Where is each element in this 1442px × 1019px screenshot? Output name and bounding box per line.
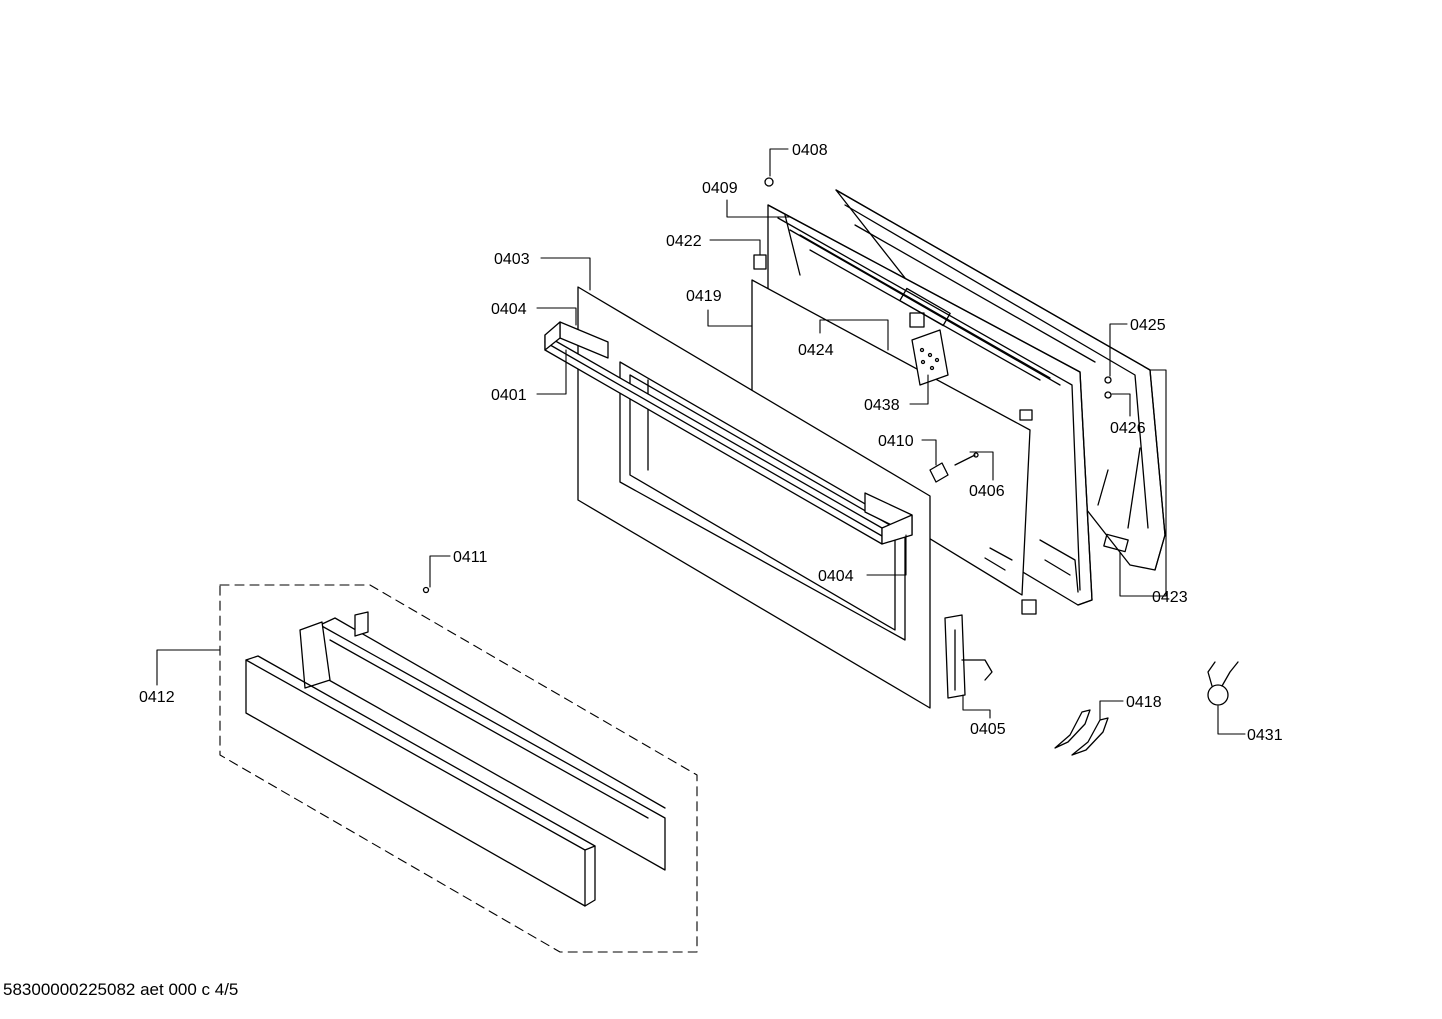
temperature-sensor: [1207, 661, 1239, 706]
label-0423: 0423: [1152, 589, 1188, 606]
leader-lines: [156, 148, 1246, 735]
spacer-0410: [929, 462, 949, 483]
clip-lower: [1021, 599, 1037, 615]
door-handle-bar: [544, 321, 913, 545]
label-0403: 0403: [494, 251, 530, 268]
label-0408: 0408: [792, 142, 828, 159]
label-0401: 0401: [491, 387, 527, 404]
door-hinge: [944, 614, 993, 699]
label-0404-top: 0404: [491, 301, 527, 318]
spring-clips: [1054, 709, 1109, 756]
label-0418: 0418: [1126, 694, 1162, 711]
label-0438: 0438: [864, 397, 900, 414]
drawer-group-outline: [219, 584, 698, 953]
label-0404-bottom: 0404: [818, 568, 854, 585]
screw-0406: [954, 452, 979, 466]
clip-0422: [753, 254, 767, 270]
label-0411: 0411: [453, 549, 488, 566]
part-labels: 0408 0409 0422 0403 0419 0404 0425 0424 …: [139, 142, 1283, 744]
vent-0423: [1103, 533, 1129, 553]
label-0422: 0422: [666, 233, 702, 250]
label-0412: 0412: [139, 689, 175, 706]
drawer-assembly: [245, 611, 666, 907]
label-0409: 0409: [702, 180, 738, 197]
screw-0411: [422, 586, 430, 594]
label-0406: 0406: [969, 483, 1005, 500]
label-0431: 0431: [1247, 727, 1283, 744]
label-0410: 0410: [878, 433, 914, 450]
inner-glass-panel: [751, 279, 1031, 596]
label-0425: 0425: [1130, 317, 1166, 334]
label-0419: 0419: [686, 288, 722, 305]
outer-door-glass: [577, 286, 931, 709]
hinge-plate: [909, 312, 949, 386]
label-0424: 0424: [798, 342, 834, 359]
label-0426: 0426: [1110, 420, 1146, 437]
document-reference-footer: 58300000225082 aet 000 c 4/5: [3, 980, 239, 999]
fastener-0408: [764, 177, 774, 187]
label-0405: 0405: [970, 721, 1006, 738]
clip-0425: [1104, 376, 1112, 384]
clip-0426: [1104, 391, 1112, 399]
